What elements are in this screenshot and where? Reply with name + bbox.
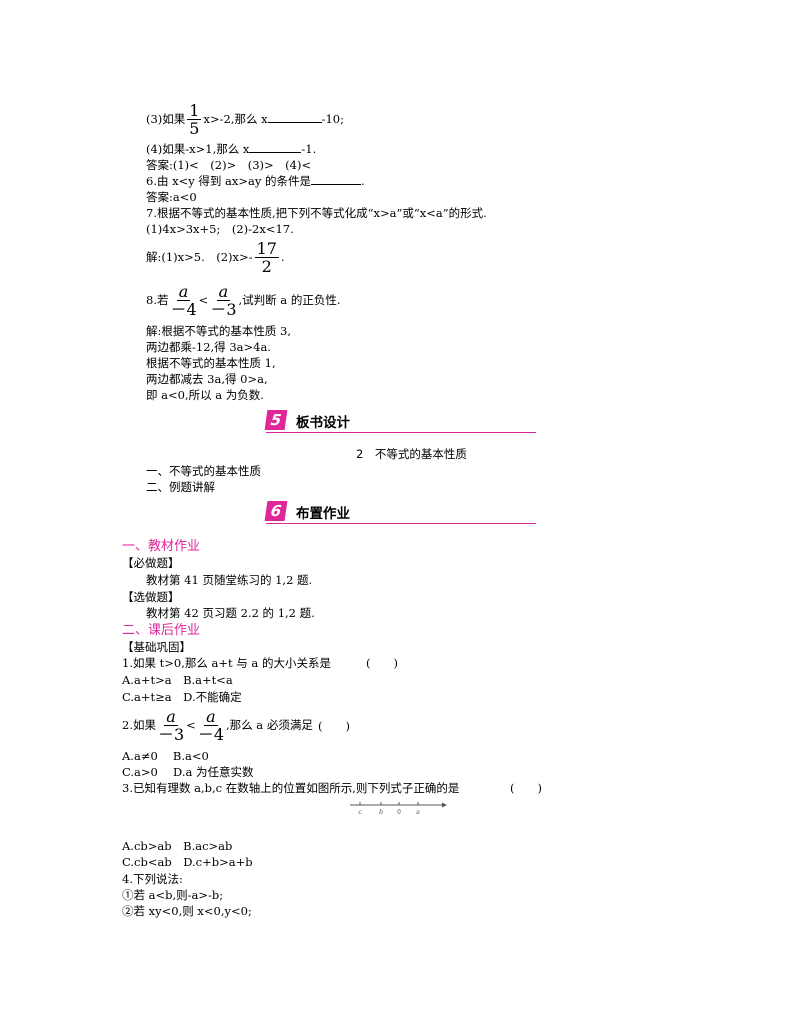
answer-blank xyxy=(311,184,362,185)
axis-label-b: b xyxy=(379,809,383,816)
required-text: 教材第 41 页随堂练习的 1,2 题. xyxy=(146,573,313,587)
question-4: (4)如果-x>1,那么 x-1. xyxy=(146,142,317,156)
exercise-4-item-2: ②若 xy<0,则 x<0,y<0; xyxy=(122,904,252,918)
homework-heading-2: 二、课后作业 xyxy=(122,623,201,638)
solution-8-line-3: 根据不等式的基本性质 1, xyxy=(146,356,276,370)
number-line-figure: c b 0 a xyxy=(350,802,447,816)
exercise-1-paren: ( ) xyxy=(366,656,398,670)
solution-8-line-1: 解:根据不等式的基本性质 3, xyxy=(146,324,292,338)
optional-label: 【选做题】 xyxy=(122,590,180,604)
section-6-header: 6 布置作业 xyxy=(264,501,536,524)
exercise-3: 3.已知有理数 a,b,c 在数轴上的位置如图所示,则下列式子正确的是 xyxy=(122,781,460,795)
exercise-1-options-1: A.a+t>a B.a+t<a xyxy=(122,673,233,687)
answer-6: 答案:a<0 xyxy=(146,190,197,204)
solution-8-line-4: 两边都减去 3a,得 0>a, xyxy=(146,372,268,386)
answer-blank xyxy=(249,152,302,153)
section-5-badge: 5 xyxy=(264,410,288,430)
arrow-icon xyxy=(442,802,447,808)
question-6: 6.由 x<y 得到 ax>ay 的条件是. xyxy=(146,174,365,188)
section-5-title: 板书设计 xyxy=(296,415,350,431)
homework-heading-1: 一、教材作业 xyxy=(122,539,201,554)
axis-label-c: c xyxy=(358,809,362,816)
basic-label: 【基础巩固】 xyxy=(122,640,191,654)
fraction-a-neg4: a－4 xyxy=(170,282,197,319)
fraction-a-neg3: a－3 xyxy=(210,282,237,319)
exercise-1-options-2: C.a+t≥a D.不能确定 xyxy=(122,690,242,704)
axis-label-a: a xyxy=(416,809,420,816)
section-6-badge: 6 xyxy=(264,501,288,521)
exercise-1: 1.如果 t>0,那么 a+t 与 a 的大小关系是 xyxy=(122,656,331,670)
fraction-a-neg4: a－4 xyxy=(197,707,224,744)
section-5-header: 5 板书设计 xyxy=(264,410,536,433)
question-7-parts: (1)4x>3x+5; (2)-2x<17. xyxy=(146,222,294,236)
optional-text: 教材第 42 页习题 2.2 的 1,2 题. xyxy=(146,606,315,620)
section-divider xyxy=(266,523,536,524)
exercise-3-options-1: A.cb>ab B.ac>ab xyxy=(122,839,233,853)
exercise-4-item-1: ①若 a<b,则-a>-b; xyxy=(122,888,224,902)
exercise-2-options-1: A.a≠0 B.a<0 xyxy=(122,749,209,763)
exercise-3-options-2: C.cb<ab D.c+b>a+b xyxy=(122,855,253,869)
section-6-title: 布置作业 xyxy=(296,506,350,522)
board-title: 2 不等式的基本性质 xyxy=(356,447,467,461)
solution-8-line-2: 两边都乘-12,得 3a>4a. xyxy=(146,340,271,354)
exercise-2-paren: ( ) xyxy=(318,719,350,733)
required-label: 【必做题】 xyxy=(122,556,180,570)
exercise-3-paren: ( ) xyxy=(510,781,542,795)
question-7: 7.根据不等式的基本性质,把下列不等式化成“x>a”或“x<a”的形式. xyxy=(146,206,487,220)
axis-label-0: 0 xyxy=(397,809,401,816)
exercise-4: 4.下列说法: xyxy=(122,872,183,886)
exercise-2-options-2: C.a>0 D.a 为任意实数 xyxy=(122,765,254,779)
fraction-a-neg3: a－3 xyxy=(157,707,185,744)
solution-8-line-5: 即 a<0,所以 a 为负数. xyxy=(146,388,264,402)
board-item-2: 二、例题讲解 xyxy=(146,480,215,494)
answer-1: 答案:(1)< (2)> (3)> (4)< xyxy=(146,158,312,172)
board-item-1: 一、不等式的基本性质 xyxy=(146,464,261,478)
section-divider xyxy=(266,432,536,433)
answer-blank xyxy=(267,122,322,123)
